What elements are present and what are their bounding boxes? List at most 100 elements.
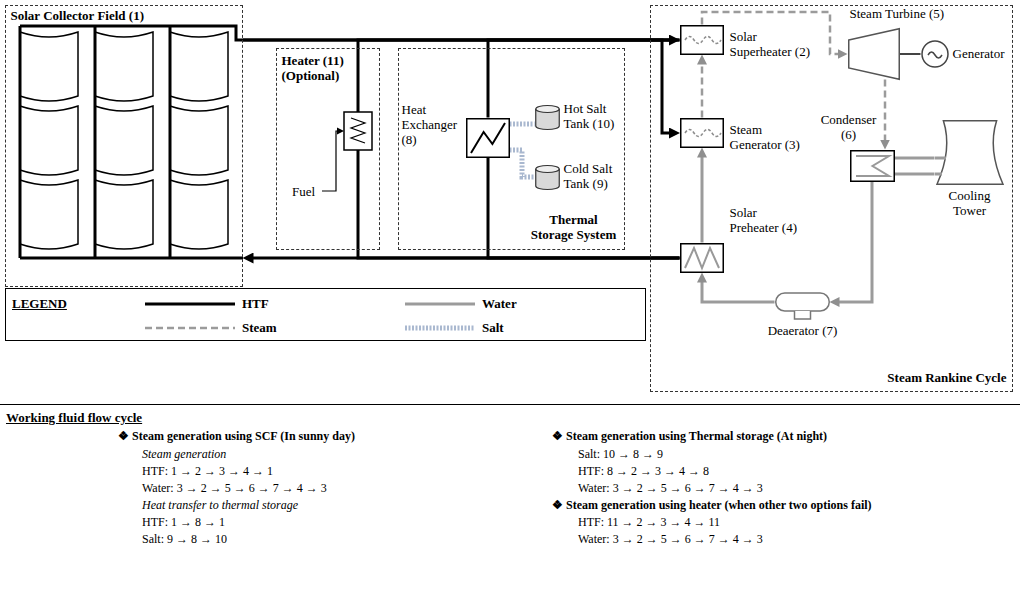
condenser-box: Condenser (6)	[850, 150, 895, 182]
legend-sample	[405, 326, 475, 331]
water-coil	[685, 248, 719, 268]
component-label: Solar Preheater (4)	[730, 205, 804, 235]
legend-text: Steam	[242, 320, 277, 335]
steam-generator-box: Steam Generator (3)	[680, 118, 724, 148]
collector-panel	[170, 32, 228, 101]
mode-heading: ❖ Steam generation using SCF (In sunny d…	[118, 429, 355, 444]
collector-panel	[95, 106, 153, 175]
preheater-box: Solar Preheater (4)	[680, 243, 724, 273]
exchanger-coil	[471, 123, 505, 153]
legend-sample	[145, 303, 235, 306]
deaerator-symbol: Deaerator (7)	[775, 285, 830, 320]
generator-wave	[928, 52, 942, 58]
salt-tank: Hot Salt Tank (10)	[535, 105, 560, 130]
flow-path: Water: 3 → 2 → 5 → 6 → 7 → 4 → 3	[578, 481, 763, 496]
collector-panel	[20, 32, 78, 101]
mode-heading: ❖ Steam generation using heater (when ot…	[552, 498, 872, 513]
component-label: Condenser (6)	[818, 112, 880, 142]
collector-panel	[95, 32, 153, 101]
salt-line	[510, 122, 535, 127]
turbine-body	[848, 28, 899, 79]
heat-exchanger-outline	[466, 118, 510, 158]
fuel-line	[322, 131, 339, 191]
water-line	[895, 157, 935, 160]
region-title: Solar Collector Field (1)	[11, 8, 231, 23]
condenser-box-outline	[850, 150, 895, 182]
component-label: Steam Generator (3)	[730, 122, 810, 152]
salt-tank: Cold Salt Tank (9)	[535, 165, 560, 190]
flow-path: HTF: 1 → 8 → 1	[142, 515, 225, 530]
collector-pipes	[20, 26, 243, 258]
water-line	[701, 153, 704, 243]
cooling-tower-outline	[935, 120, 1005, 185]
collector-panel	[170, 106, 228, 175]
fuel-arrowhead	[337, 128, 344, 135]
legend-sample	[145, 327, 235, 330]
salt-tank-outline	[535, 105, 560, 130]
htf-line	[243, 40, 675, 133]
heat-exchanger: Heat Exchanger (8)	[466, 118, 510, 158]
water-line	[702, 278, 775, 303]
mode-subheading: Heat transfer to thermal storage	[142, 498, 298, 513]
generator-symbol: Generator	[921, 40, 949, 68]
rankine-region: Steam Rankine Cycle Steam Turbine (5) Gene…	[650, 5, 1013, 392]
deaerator-stand	[794, 311, 810, 319]
steam-coil	[685, 129, 721, 136]
cooling-tower: Cooling Tower	[935, 120, 1005, 185]
region-title: Steam Rankine Cycle	[877, 370, 1007, 385]
collector-panels	[20, 32, 228, 249]
component-label: Heat Exchanger (8)	[402, 102, 462, 147]
component-label: Generator	[953, 46, 1011, 61]
collector-panel	[170, 180, 228, 249]
section-title: Working fluid flow cycle	[6, 410, 142, 425]
generator-circle	[922, 41, 948, 67]
legend-text: HTF	[242, 296, 269, 311]
legend-title: LEGEND	[12, 296, 67, 311]
shaft-line	[900, 53, 921, 55]
connectors	[243, 12, 935, 302]
legend-box	[6, 289, 646, 341]
flow-path: Water: 3 → 2 → 5 → 6 → 7 → 4 → 3	[142, 481, 327, 496]
tower-pipe-stubs	[935, 158, 946, 174]
legend-text: Salt	[482, 320, 504, 335]
exchanger-body	[466, 118, 509, 157]
flow-path: Salt: 9 → 8 → 10	[142, 532, 227, 547]
region-title: Heater (11) (Optional)	[282, 53, 354, 83]
deaerator-drum	[775, 293, 829, 311]
collector-field-region: Solar Collector Field (1)	[5, 5, 243, 287]
salt-line	[510, 150, 535, 177]
heater-region: Heater (11) (Optional)	[276, 48, 380, 250]
heater-symbol	[344, 112, 372, 150]
legend-sample	[405, 303, 475, 306]
component-label: Steam Turbine (5)	[850, 6, 1000, 21]
flow-path: HTF: 8 → 2 → 3 → 4 → 8	[578, 464, 709, 479]
heater-coil	[351, 118, 365, 143]
superheater-box-outline	[680, 25, 724, 55]
steam-turbine: Steam Turbine (5)	[848, 28, 900, 80]
steam-coil	[685, 36, 721, 43]
mode-subheading: Steam generation	[142, 447, 226, 462]
component-label: Cold Salt Tank (9)	[564, 161, 624, 191]
water-line	[835, 182, 873, 303]
generator-symbol-outline	[921, 40, 949, 68]
separator-line	[0, 404, 1020, 405]
steam-line	[884, 80, 887, 145]
legend-text: Water	[482, 296, 517, 311]
exchanger-body	[680, 243, 723, 272]
flow-path: HTF: 11 → 2 → 3 → 4 → 11	[578, 515, 720, 530]
collector-panel	[20, 180, 78, 249]
flow-path: Water: 3 → 2 → 5 → 6 → 7 → 4 → 3	[578, 532, 763, 547]
component-label: Solar Superheater (2)	[730, 29, 817, 59]
superheater-box: Solar Superheater (2)	[680, 25, 724, 55]
component-label: Hot Salt Tank (10)	[564, 101, 624, 131]
tank-top	[535, 165, 559, 172]
flow-path: Salt: 10 → 8 → 9	[578, 447, 663, 462]
tank-top	[535, 105, 559, 112]
exchanger-body	[680, 25, 723, 54]
fuel-label: Fuel	[292, 184, 315, 199]
region-title: Thermal Storage System	[530, 212, 618, 242]
storage-region: Thermal Storage System Heat Exchanger (8)…	[398, 48, 625, 250]
mode-heading: ❖ Steam generation using Thermal storage…	[552, 429, 827, 444]
collector-panel	[20, 106, 78, 175]
